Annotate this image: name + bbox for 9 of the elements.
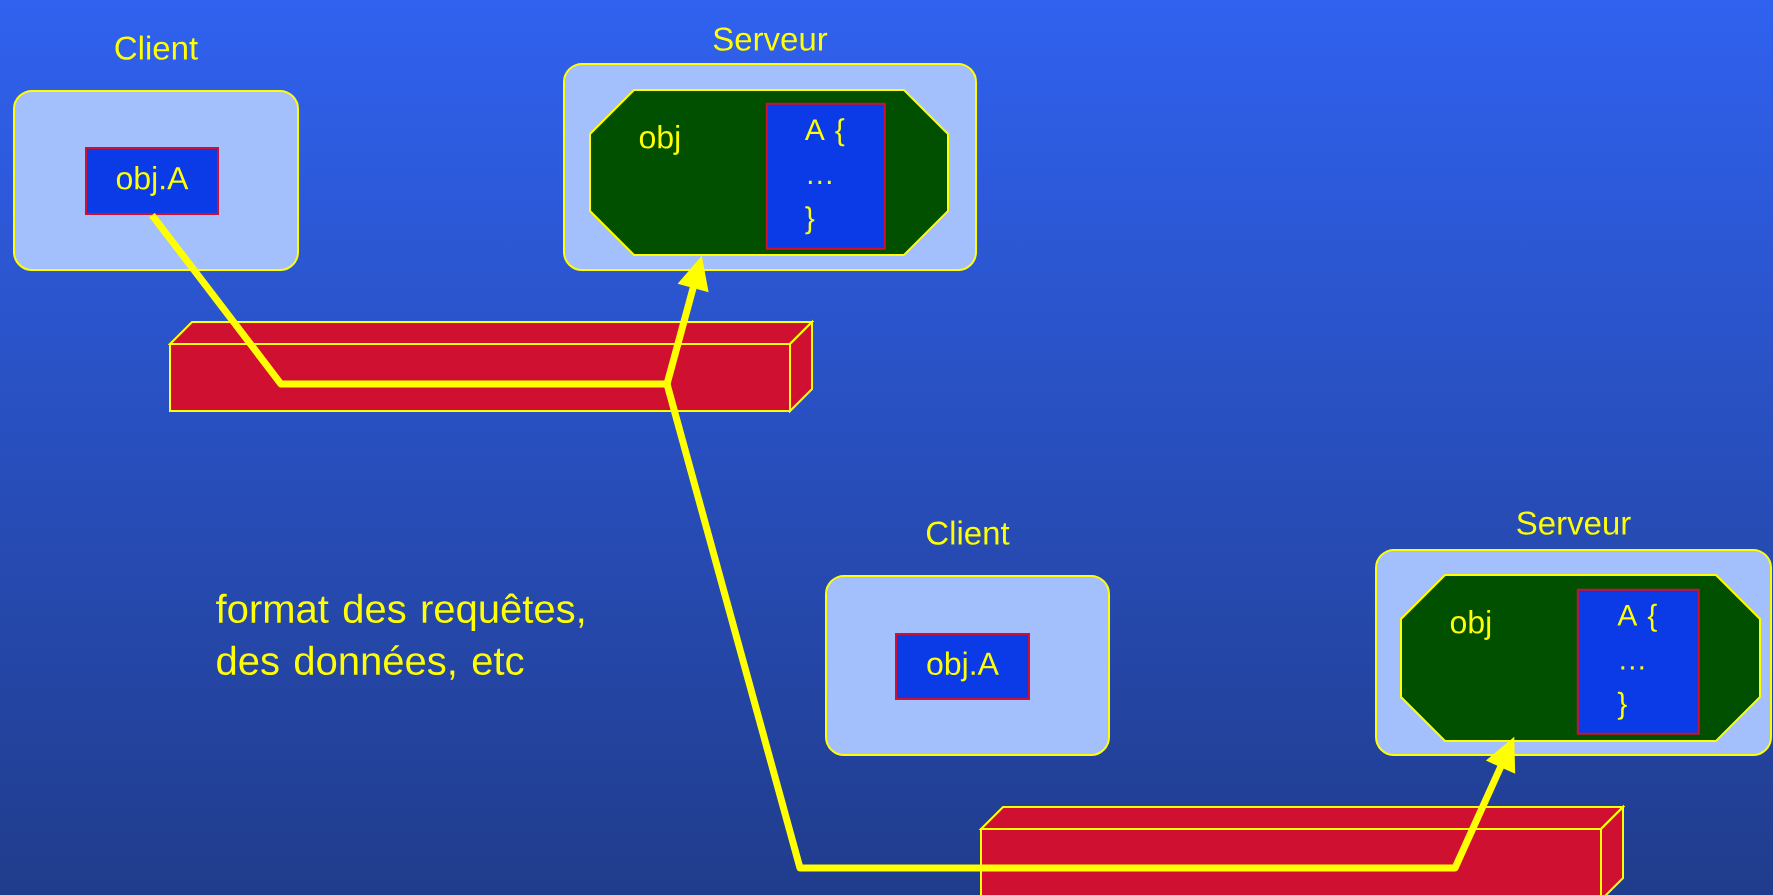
- node-label: Serveur: [1517, 511, 1631, 535]
- note-text: format des requêtes, des données, etc: [216, 593, 584, 680]
- code-box: obj.A: [85, 147, 219, 215]
- code-box: A { … }: [765, 102, 886, 250]
- node-label: Client: [927, 520, 1010, 545]
- node-label: Client: [115, 35, 198, 60]
- code-box: A { … }: [1576, 588, 1700, 735]
- code-box: obj.A: [895, 633, 1030, 700]
- node-label: Serveur: [713, 27, 828, 51]
